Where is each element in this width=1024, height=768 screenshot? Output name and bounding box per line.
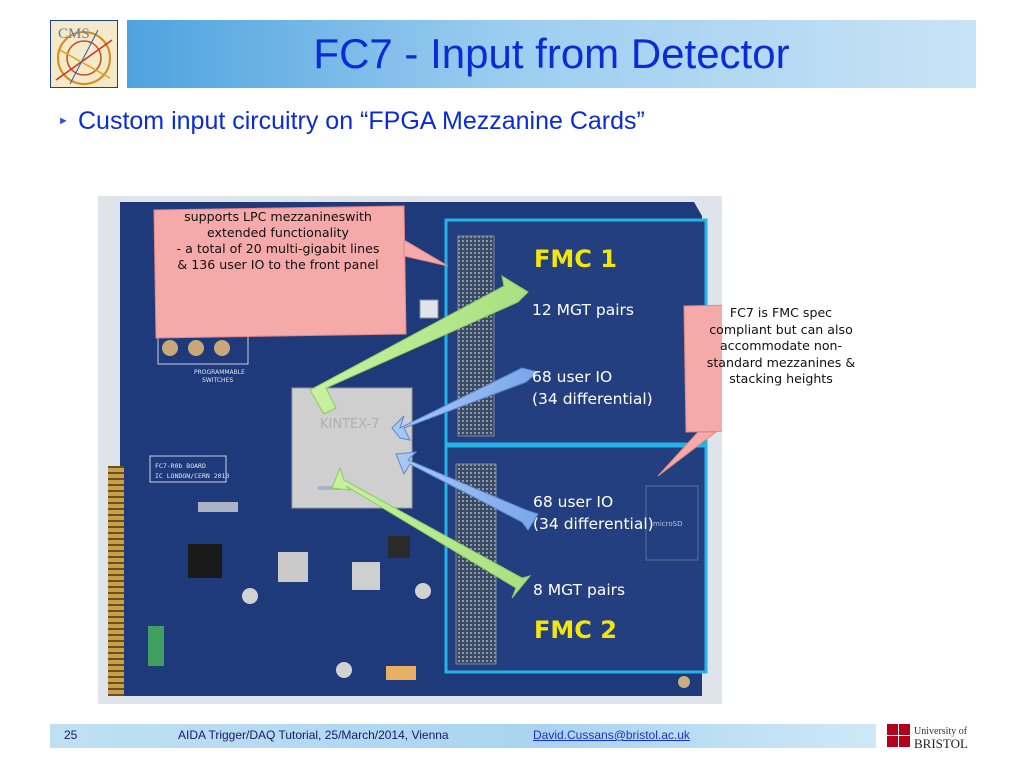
bullet-arrow-icon: ► [58, 115, 69, 127]
email-link[interactable]: David.Cussans@bristol.ac.uk [533, 728, 690, 742]
microsd-slot [645, 485, 699, 561]
bristol-logo-line1: University of [914, 726, 968, 737]
callout-right-line: accommodate non- [719, 338, 843, 353]
callout-right-line: stacking heights [729, 371, 833, 386]
switch-label-2: SWITCHES [202, 377, 233, 384]
edge-connector [108, 466, 124, 696]
callout-right: FC7 is FMC spec compliant but can also a… [684, 305, 878, 427]
arrow-io1 [391, 367, 540, 441]
pcb-label-line2: IC LONDON/CERN 2013 [155, 472, 229, 480]
callout-right-pointer [657, 431, 718, 477]
callout-left-line: & 136 user IO to the front panel [177, 257, 379, 272]
microsd-label: microSD [653, 520, 682, 528]
bristol-logo-line2: BRISTOL [914, 736, 968, 751]
callout-left-box [153, 205, 407, 339]
pcb-label-box [149, 455, 227, 483]
callout-left-line: - a total of 20 multi-gigabit lines [176, 241, 380, 256]
io2-label-line2: (34 differential) [533, 515, 654, 533]
bullet-text: Custom input circuitry on “FPGA Mezzanin… [78, 106, 645, 135]
callout-right-line: compliant but can also [709, 321, 853, 337]
callout-right-box [683, 304, 722, 433]
arrow-mgt2 [331, 466, 532, 599]
io1-label-line1: 68 user IO [532, 368, 613, 386]
cms-logo-icon: CMS [50, 20, 118, 88]
fmc1-label: FMC 1 [534, 245, 617, 273]
pcb-label-line1: FC7-R0b BOARD [155, 462, 206, 470]
callout-left: supports LPC mezzanineswith extended fun… [153, 209, 403, 337]
mgt2-label: 8 MGT pairs [533, 581, 626, 599]
arrow-mgt1 [309, 274, 529, 415]
bristol-crest-icon: University of BRISTOL [887, 724, 968, 751]
fmc2-label: FMC 2 [534, 616, 617, 644]
title-bar [127, 20, 976, 88]
io2-label-line1: 68 user IO [533, 493, 614, 511]
mgt1-label: 12 MGT pairs [532, 301, 634, 319]
fpga-chip-label: KINTEX-7 [320, 417, 379, 432]
callout-left-line: extended functionality [207, 225, 349, 240]
callout-left-line: supports LPC mezzanineswith [184, 209, 372, 224]
cms-logo-text: CMS [58, 26, 90, 42]
page-number: 25 [64, 728, 78, 742]
bullet-item: ► Custom input circuitry on “FPGA Mezzan… [58, 103, 645, 139]
callout-left-pointer [403, 239, 449, 267]
io1-label-line2: (34 differential) [532, 390, 653, 408]
footer-text: AIDA Trigger/DAQ Tutorial, 25/March/2014… [178, 728, 449, 742]
footer-bar [50, 724, 876, 748]
board-photo: microSD KINTEX-7 FC7-R0b BOARD IC LONDON… [98, 196, 722, 704]
callout-right-line: FC7 is FMC spec [729, 305, 833, 320]
arrow-io2 [395, 451, 539, 531]
callout-right-line: standard mezzanines & [706, 354, 856, 370]
switch-label-1: PROGRAMMABLE [194, 369, 245, 376]
slide-title: FC7 - Input from Detector [313, 30, 790, 77]
